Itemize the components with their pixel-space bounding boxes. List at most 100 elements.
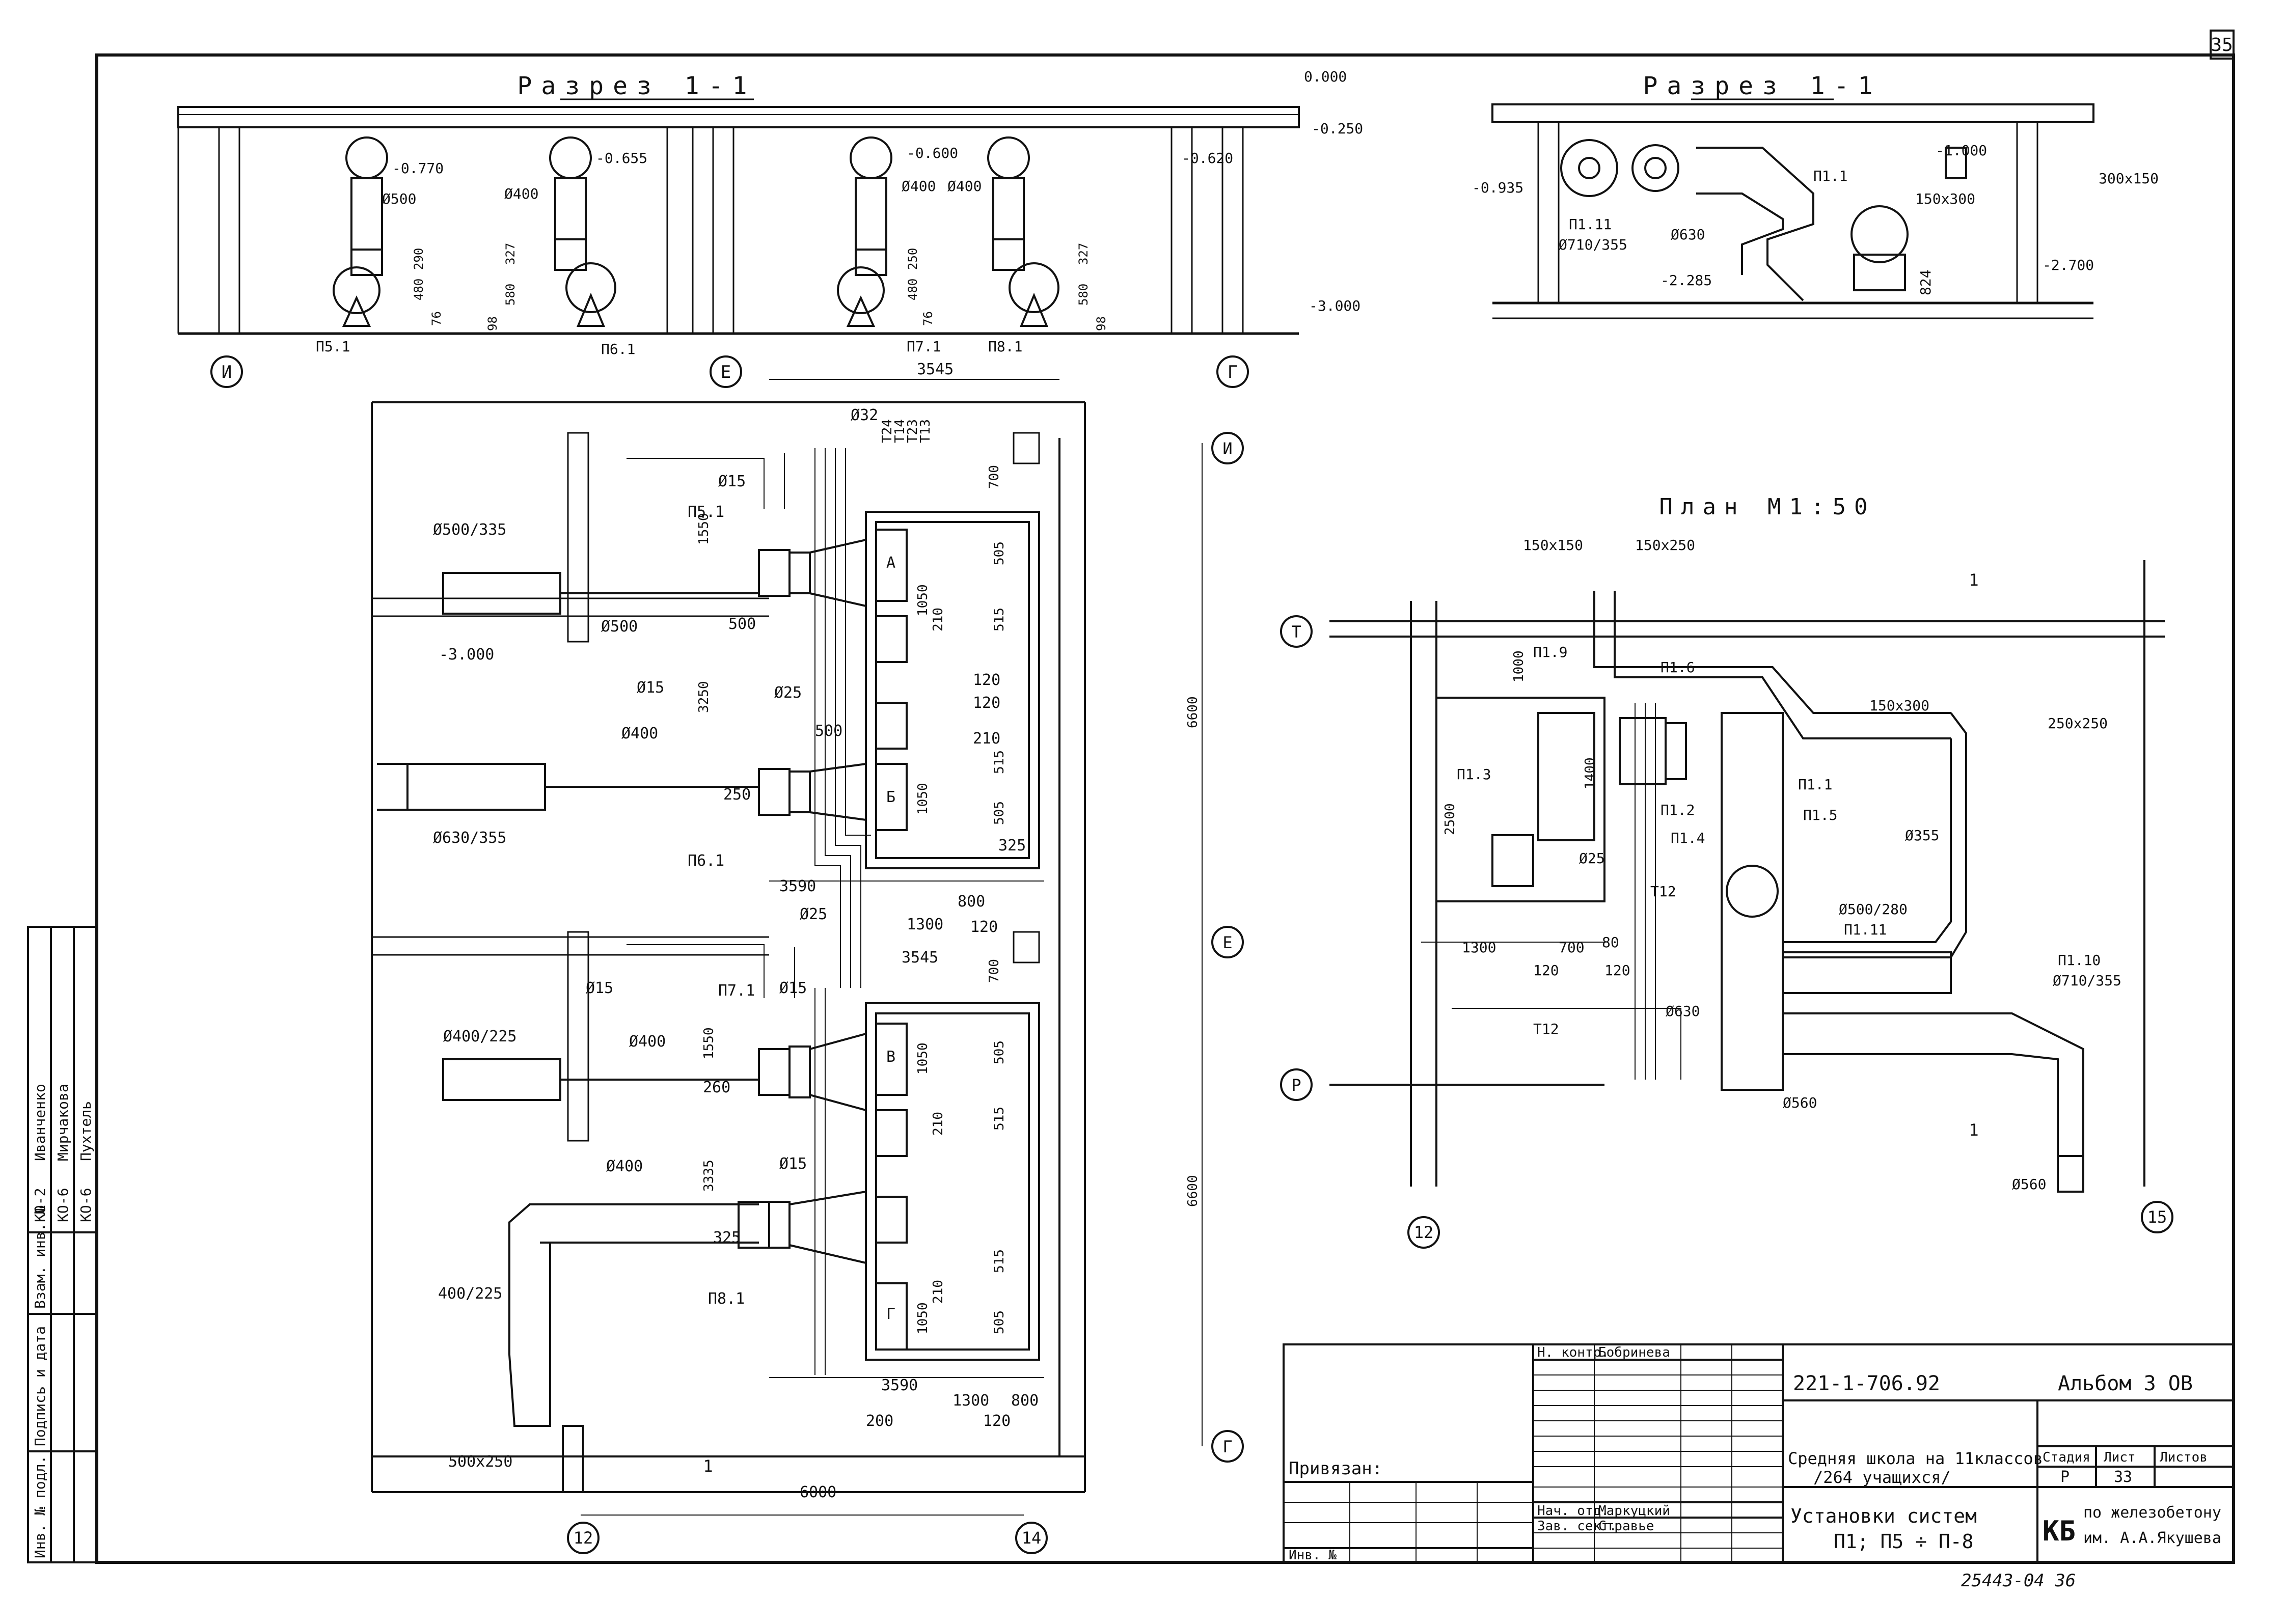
rp-label-11: Ø560 [2012, 1176, 2046, 1193]
rp-section-1: 1 [1969, 1120, 1978, 1140]
lp-duct-6: Ø400 [621, 725, 658, 742]
stamp-name-2: Стравье [1598, 1519, 1654, 1534]
rp-dim-5: 80 [1602, 934, 1619, 951]
footer-number: 25443-04 36 [1961, 1571, 2076, 1591]
lp-unit-0: А [886, 554, 895, 572]
side-name-0: Иванченко [32, 1084, 48, 1161]
sl-diam-3: Ø400 [947, 178, 982, 195]
lp-misc-4: 1050 [915, 1042, 931, 1075]
stamp-role-1: Нач. отд. [1537, 1503, 1609, 1519]
lp-misc-31: 120 [983, 1412, 1011, 1430]
elev-4: -0.600 [907, 145, 958, 161]
rp-label-19: П1.1 [1798, 776, 1832, 793]
sl-fan-1: П6.1 [601, 341, 635, 357]
sr-label-1: Ø710/355 [1559, 236, 1627, 253]
lp-unit-2: В [886, 1048, 895, 1066]
lp-misc-2: 1050 [915, 584, 931, 616]
right-plan: План М1:50 [1280, 494, 2173, 1249]
sr-elev-3: -2.700 [2043, 257, 2094, 273]
sl-fan-3: П8.1 [988, 338, 1022, 355]
sr-label-6: 824 [1917, 269, 1934, 295]
lp-riser-3: Т13 [918, 419, 933, 443]
rp-dim-3: 1300 [1462, 939, 1496, 956]
section-right: Разрез 1-1 -0.935 -1.000 -2.285 -2.700 П… [1472, 72, 2159, 319]
rp-dim-7: 120 [1604, 962, 1630, 979]
lp-misc-11: 515 [992, 750, 1007, 774]
lp-v-1: 3250 [696, 681, 712, 713]
lp-misc-29: 800 [1011, 1392, 1039, 1410]
lp-misc-21: 325 [713, 1229, 741, 1247]
rp-dim-2: 1400 [1583, 757, 1598, 789]
rp-label-7: П1.10 [2058, 952, 2101, 969]
lp-axis-4: 14 [1022, 1528, 1042, 1548]
lp-bottom-0: 6000 [800, 1483, 836, 1501]
sr-elev-1: -1.000 [1936, 142, 1987, 159]
sl-diam-2: Ø400 [902, 178, 936, 195]
side-code-0: КО-2 [32, 1188, 48, 1222]
lp-misc-5: 1050 [915, 1302, 931, 1334]
lp-misc-12: 515 [992, 1107, 1007, 1131]
sr-label-0: П1.11 [1569, 216, 1612, 233]
lp-misc-25: 3590 [779, 877, 816, 895]
rp-label-17: П1.4 [1671, 830, 1705, 846]
stamp-stage-header: Стадия [2043, 1450, 2090, 1465]
lp-v-2: 1550 [701, 1027, 717, 1059]
rp-label-18: П1.5 [1803, 807, 1837, 823]
rp-dim-6: 120 [1533, 962, 1559, 979]
rp-dim-0: 1000 [1511, 650, 1527, 682]
lp-duct-8: Ø400 [606, 1158, 643, 1175]
rp-label-8: Ø710/355 [2053, 972, 2121, 989]
lp-misc-3: 1050 [915, 783, 931, 815]
lp-misc-15: 210 [931, 608, 946, 631]
elev-5: -0.620 [1182, 150, 1233, 167]
lp-misc-24: 3590 [881, 1377, 918, 1394]
stamp-drawing-2: П1; П5 ÷ П-8 [1834, 1530, 1974, 1553]
lp-misc-14: 210 [973, 730, 1000, 748]
lp-fan-0: П5.1 [688, 503, 724, 521]
stamp-sheet-header: Лист [2104, 1450, 2136, 1465]
stamp-org-1: по железобетону [2083, 1504, 2221, 1522]
sl-dim-8: 76 [921, 311, 935, 326]
sl-axis-2: Г [1228, 362, 1238, 382]
rp-label-15: П1.3 [1457, 766, 1491, 783]
sl-dim-9: 580 [1076, 284, 1091, 306]
sl-dim-4: 327 [503, 243, 518, 265]
sl-dim-5: 98 [485, 316, 500, 331]
lp-misc-8: 505 [992, 1040, 1007, 1064]
sl-dim-6: 480 [906, 279, 920, 300]
stamp-album: Альбом 3 ОВ [2058, 1372, 2193, 1395]
lp-misc-27: 1300 [953, 1392, 989, 1410]
rp-label-5: Ø500/280 [1839, 901, 1908, 918]
sl-fan-0: П5.1 [316, 338, 350, 355]
sr-label-4: 150x300 [1915, 190, 1975, 207]
rp-axis-3: 15 [2147, 1207, 2167, 1227]
lp-misc-30: 120 [970, 918, 998, 936]
section-left-title: Разрез 1-1 [518, 72, 756, 100]
elev-0: 0.000 [1304, 68, 1347, 85]
sr-label-5: 300x150 [2099, 170, 2159, 187]
lp-misc-9: 505 [992, 1310, 1007, 1334]
sl-fan-2: П7.1 [907, 338, 941, 355]
lp-section-mark: 1 [703, 1456, 713, 1476]
left-plan: 3545 Ø32 Ø500/335 Ø630/355 Ø400/225 400/… [371, 361, 1244, 1554]
lp-fan-3: П8.1 [708, 1290, 745, 1308]
right-plan-title: План М1:50 [1659, 494, 1876, 520]
rp-label-1: 150x250 [1635, 537, 1695, 554]
lp-duct-7: Ø400 [629, 1033, 666, 1051]
rp-label-12: Ø25 [1579, 850, 1605, 867]
rp-axis-0: Т [1291, 622, 1301, 642]
lp-fan-2: П7.1 [718, 982, 755, 1000]
lp-unit-3: Г [886, 1305, 895, 1323]
rp-label-0: 150x150 [1523, 537, 1583, 554]
lp-duct-1: Ø630/355 [433, 829, 507, 847]
sl-diam-0: Ø500 [382, 190, 416, 207]
rp-label-9: Ø630 [1666, 1003, 1700, 1020]
rp-label-16: П1.2 [1661, 802, 1695, 818]
elev-2: -0.770 [392, 160, 444, 177]
lp-pipe-2: Ø15 [586, 979, 613, 997]
lp-pipe-6: Ø15 [779, 1155, 807, 1173]
side-col-1: Подпись и дата [32, 1326, 48, 1446]
lp-misc-22: 325 [998, 837, 1026, 855]
lp-duct-2: Ø400/225 [443, 1028, 517, 1045]
